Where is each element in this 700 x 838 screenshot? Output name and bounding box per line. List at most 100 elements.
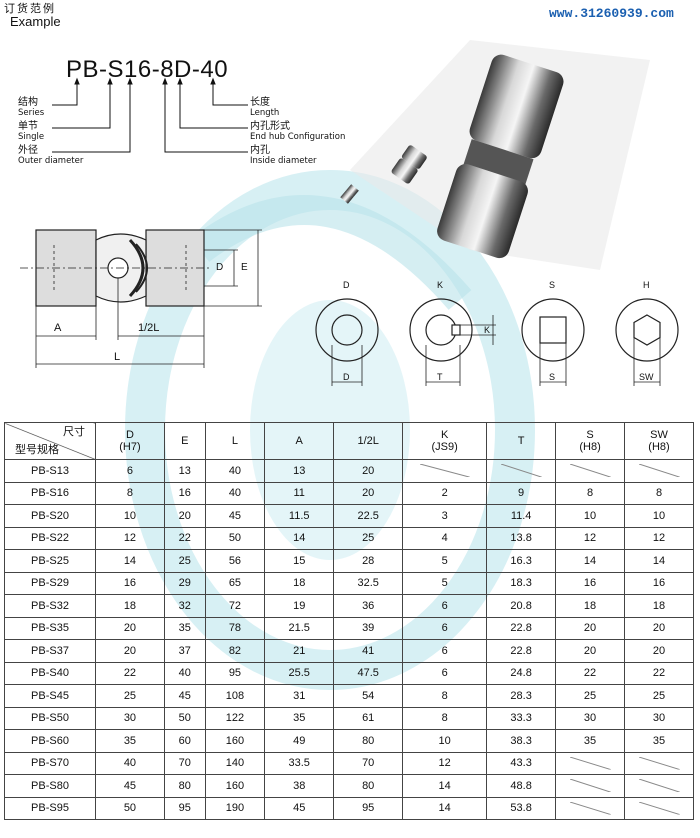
table-cell: 28 [333,549,404,573]
table-cell: 5 [402,549,488,573]
dim-a: A [54,322,62,334]
table-cell: 45 [95,774,165,798]
table-cell: 8 [555,481,625,505]
table-cell: 6 [95,459,165,483]
model-cell: PB-S20 [4,504,96,528]
table-cell: 20.8 [486,594,557,618]
table-cell: 70 [333,751,404,775]
table-cell: 30 [95,706,165,730]
table-cell: 41 [333,639,404,663]
table-cell: 16.3 [486,549,557,573]
table-cell: 190 [204,796,266,820]
table-cell: 60 [163,729,206,753]
table-cell: 80 [333,729,404,753]
table-cell: 16 [163,481,206,505]
table-cell [486,459,557,483]
dimension-table: 尺寸 型号规格 D(H7) E L A 1/2L K(JS9) T S(H8) … [4,422,694,820]
col-header-half-l: 1/2L [333,422,404,460]
model-cell: PB-S80 [4,774,96,798]
table-cell [555,751,625,775]
table-cell: 33.3 [486,706,557,730]
table-cell: 14 [402,774,488,798]
table-cell: 50 [95,796,165,820]
dim-l: L [114,351,121,363]
table-cell: 22.8 [486,616,557,640]
table-cell: 25 [624,684,694,708]
table-cell: 16 [624,571,694,595]
model-cell: PB-S70 [4,751,96,775]
table-cell: 53.8 [486,796,557,820]
col-header-d: D(H7) [95,422,165,460]
table-cell: 108 [204,684,266,708]
table-cell: 72 [204,594,266,618]
profile-dim-t: T [437,372,443,382]
table-cell: 70 [163,751,206,775]
table-cell: 14 [402,796,488,820]
table-cell: 20 [624,639,694,663]
table-cell: 20 [163,504,206,528]
table-cell: 25 [555,684,625,708]
table-cell: 30 [624,706,694,730]
table-cell: 29 [163,571,206,595]
col-header-sw: SW(H8) [624,422,694,460]
table-cell: 39 [333,616,404,640]
table-cell [624,751,694,775]
model-cell: PB-S35 [4,616,96,640]
profile-label-s: S [549,280,556,290]
table-cell: 22 [624,661,694,685]
table-cell: 11.5 [264,504,335,528]
table-cell: 6 [402,616,488,640]
profile-dim-d: D [343,372,350,382]
table-cell: 35 [95,729,165,753]
profile-dim-sw: SW [639,372,654,382]
table-cell: 78 [204,616,266,640]
table-cell: 48.8 [486,774,557,798]
table-cell: 12 [555,526,625,550]
table-cell: 13 [264,459,335,483]
table-cell [555,774,625,798]
table-cell: 25 [163,549,206,573]
table-cell: 47.5 [333,661,404,685]
website-link[interactable]: www.31260939.com [549,6,674,21]
col-header-e: E [163,422,206,460]
dim-d: D [216,262,224,273]
table-cell: 18 [624,594,694,618]
table-cell: 38 [264,774,335,798]
table-cell: 43.3 [486,751,557,775]
table-cell: 20 [95,616,165,640]
model-cell: PB-S45 [4,684,96,708]
table-cell: 22 [555,661,625,685]
table-cell: 35 [555,729,625,753]
table-cell: 21.5 [264,616,335,640]
table-cell: 14 [264,526,335,550]
table-cell: 30 [555,706,625,730]
table-cell: 14 [555,549,625,573]
table-cell: 12 [624,526,694,550]
table-cell: 25.5 [264,661,335,685]
table-cell [624,796,694,820]
table-cell: 20 [333,459,404,483]
table-cell: 22 [95,661,165,685]
profile-label-k: K [437,280,444,290]
model-cell: PB-S40 [4,661,96,685]
table-cell: 14 [95,549,165,573]
table-cell: 20 [333,481,404,505]
model-cell: PB-S16 [4,481,96,505]
table-cell: 8 [402,706,488,730]
table-cell: 8 [402,684,488,708]
table-cell: 4 [402,526,488,550]
col-header-s: S(H8) [555,422,625,460]
table-cell: 35 [264,706,335,730]
